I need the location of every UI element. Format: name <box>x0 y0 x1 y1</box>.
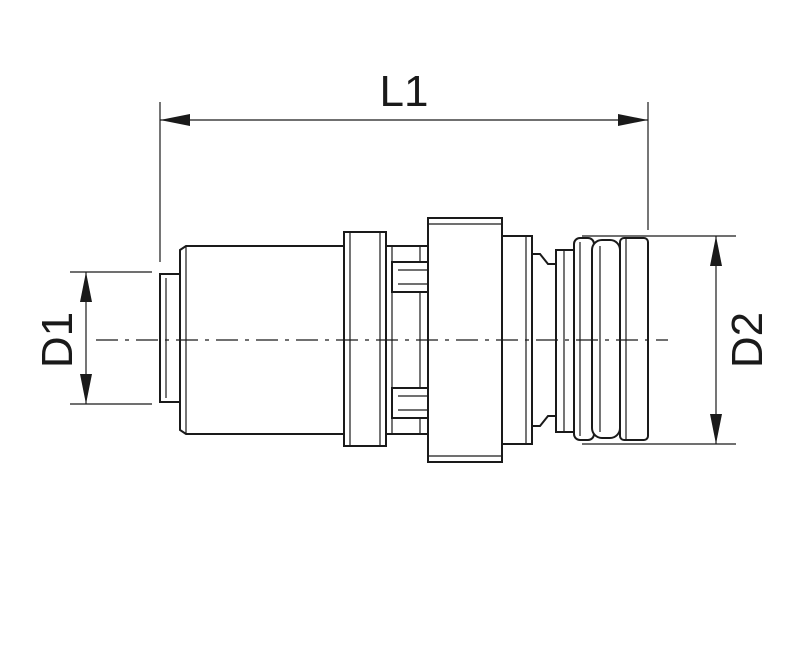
end-ring <box>619 237 649 441</box>
inlet-diameter-dimension: D1 <box>33 271 152 405</box>
window-slot-top <box>391 261 429 293</box>
d1-label: D1 <box>33 312 82 368</box>
d1-arrow-top <box>80 272 92 302</box>
d2-label: D2 <box>723 312 772 368</box>
length-dimension: L1 <box>159 67 649 262</box>
l1-label: L1 <box>380 67 429 116</box>
window-slot-bottom <box>391 387 429 419</box>
d2-arrow-top <box>710 236 722 266</box>
l1-arrow-left <box>160 114 190 126</box>
l1-arrow-right <box>618 114 648 126</box>
o-ring-2 <box>591 239 621 439</box>
d1-arrow-bottom <box>80 374 92 404</box>
d2-arrow-bottom <box>710 414 722 444</box>
outlet-diameter-dimension: D2 <box>582 235 772 445</box>
